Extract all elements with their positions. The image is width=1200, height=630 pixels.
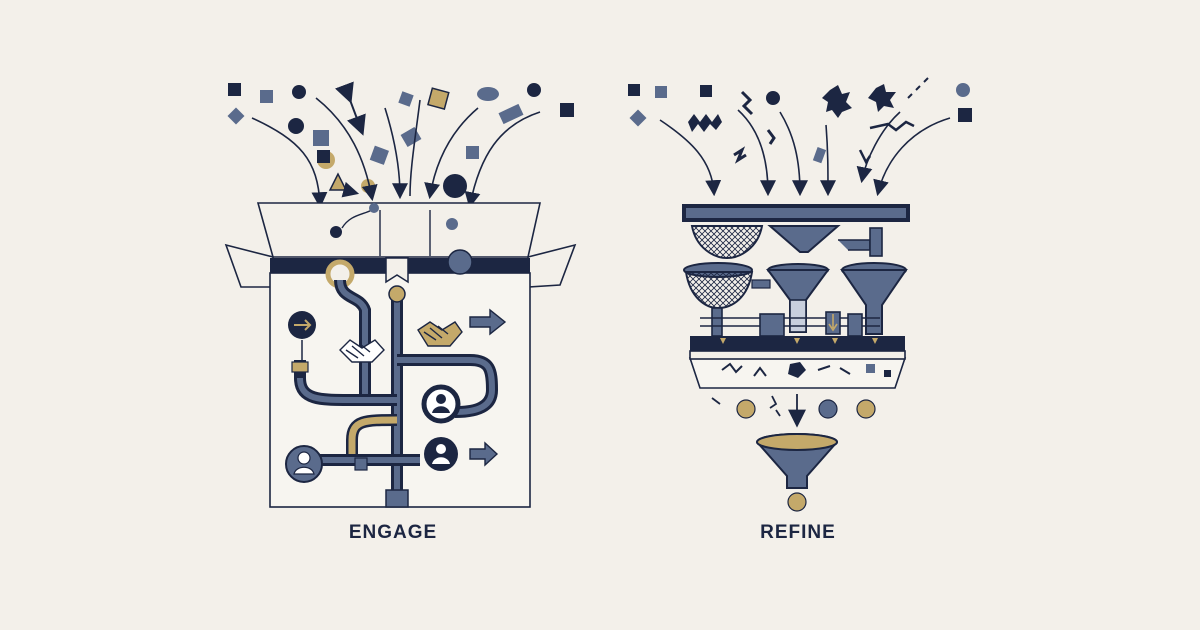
funnel-icon (767, 225, 883, 257)
scattered-shapes-icon (227, 81, 574, 198)
arrow-right-icon (469, 308, 507, 336)
handshake-icon (417, 321, 463, 347)
refined-output (711, 394, 876, 428)
handshake-icon (339, 339, 385, 363)
refine-label: REFINE (760, 522, 836, 543)
arrow-right-icon (288, 311, 316, 362)
scattered-shapes-icon (628, 77, 972, 165)
sieve-icon (690, 225, 764, 260)
funnel-icon (756, 433, 838, 512)
conveyor-icon (688, 336, 907, 389)
person-icon (424, 437, 458, 471)
pipe-network-icon (291, 279, 499, 508)
engage-label: ENGAGE (348, 522, 438, 543)
hopper-bar-inner (686, 208, 906, 218)
person-icon (285, 445, 323, 483)
machine-frame (700, 307, 880, 337)
sieve-icon (683, 262, 771, 310)
funnel-icon (766, 263, 830, 333)
inflow-arrows (251, 97, 541, 209)
funnel-icon (840, 262, 908, 335)
arrow-right-icon (469, 441, 499, 467)
refine-panel (628, 77, 972, 512)
person-icon (421, 384, 461, 424)
engage-panel (224, 81, 577, 508)
inflow-arrows (659, 109, 951, 197)
